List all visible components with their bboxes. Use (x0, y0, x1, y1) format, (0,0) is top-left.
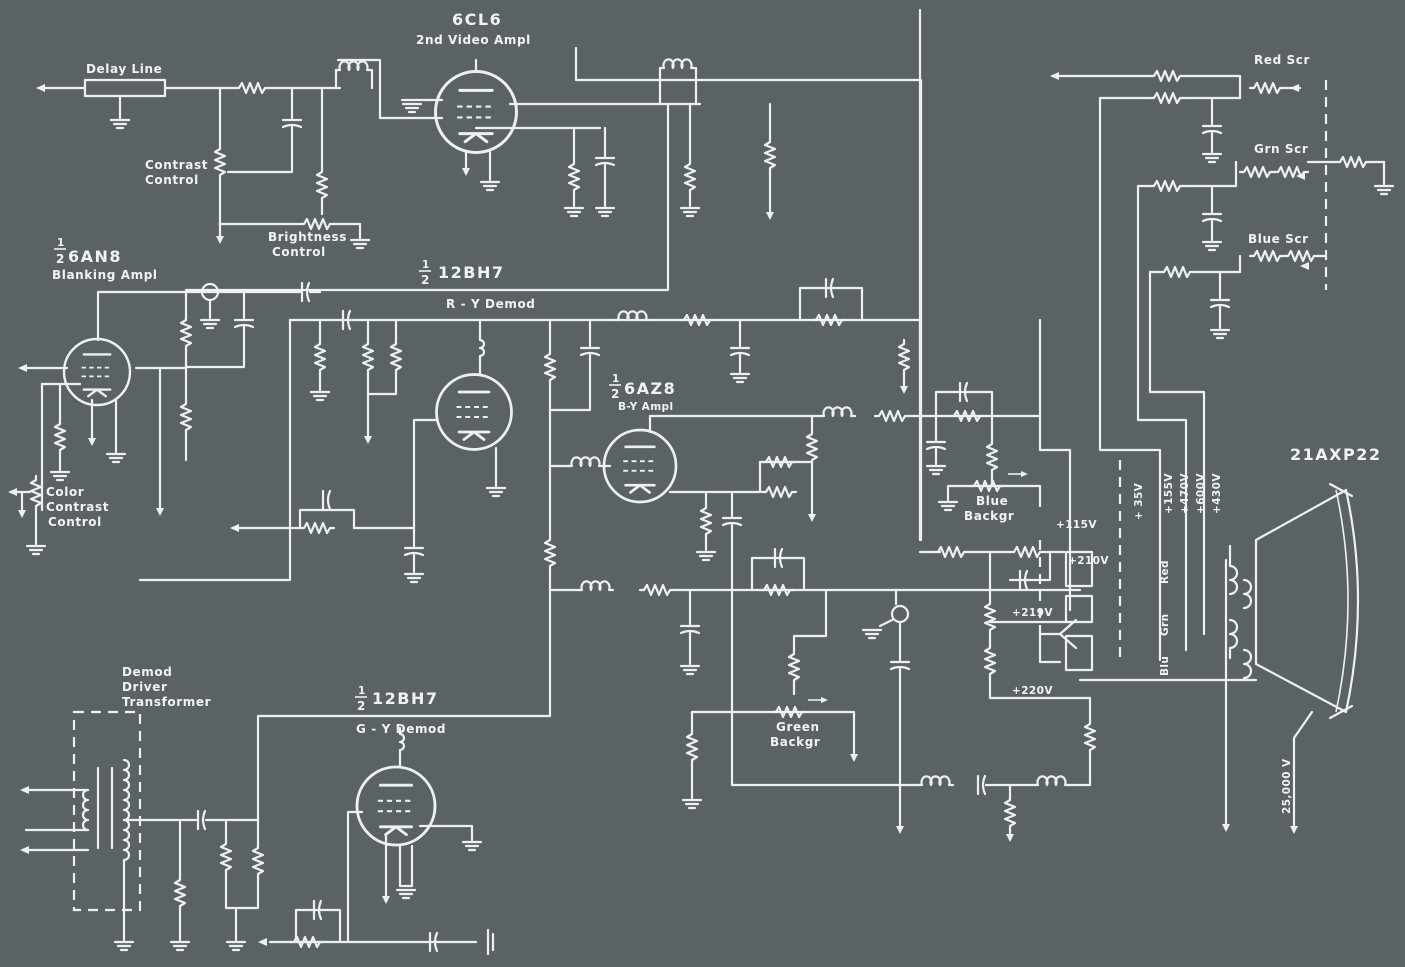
label-blue-backgr: Backgr (964, 509, 1014, 523)
label-6cl6: 6CL6 (452, 10, 502, 29)
label-220v: +220V (1012, 685, 1053, 697)
label-brightness-control: Control (272, 245, 326, 259)
label-6an8: 6AN8 (68, 247, 122, 266)
label-driver: Driver (122, 680, 167, 694)
blue-backgr-section (925, 381, 1042, 512)
label-by-den: 2 (611, 387, 620, 401)
label-red-gun: Red (1159, 560, 1171, 584)
label-brightness: Brightness (268, 230, 347, 244)
label-grn-scr: Grn Scr (1254, 142, 1308, 156)
label-color-contrast: Contrast (46, 500, 109, 514)
label-color: Color (46, 485, 84, 499)
label-blue: Blue (976, 494, 1008, 508)
label-blu-gun: Blu (1159, 656, 1171, 676)
screen-controls-section (1038, 69, 1395, 662)
label-210v: +210V (1068, 555, 1109, 567)
label-155v: +155V (1163, 473, 1175, 514)
label-blue-scr: Blue Scr (1248, 232, 1309, 246)
label-video-ampl: 2nd Video Ampl (416, 33, 531, 47)
label-6az8: 6AZ8 (624, 379, 676, 398)
supply-section (824, 8, 1122, 842)
label-transformer: Transformer (122, 695, 211, 709)
label-gy-den: 2 (357, 699, 366, 713)
by-amp-section (548, 406, 1042, 787)
label-blanking-ampl: Blanking Ampl (52, 268, 158, 282)
label-600v: +600V (1195, 473, 1207, 514)
label-delay-line: Delay Line (86, 62, 162, 76)
label-by-num: 1 (612, 373, 620, 385)
crt-section (1078, 482, 1360, 834)
label-25000v: 25,000 V (1281, 758, 1293, 814)
gy-demod-section (20, 710, 495, 956)
label-ry-demod: R - Y Demod (446, 297, 535, 311)
label-ry-num: 1 (422, 259, 430, 271)
label-green: Green (776, 720, 820, 734)
label-gy-num: 1 (358, 685, 366, 697)
label-12bh7-ry: 12BH7 (438, 263, 504, 282)
label-219v: +219V (1012, 607, 1053, 619)
label-470v: +470V (1179, 473, 1191, 514)
label-grn-gun: Grn (1159, 614, 1171, 636)
label-430v: +430V (1211, 473, 1223, 514)
label-gy-demod: G - Y Demod (356, 722, 446, 736)
label-35v: + 35V (1133, 482, 1145, 520)
label-by-ampl: B-Y Ampl (618, 401, 673, 413)
label-115v: +115V (1056, 519, 1097, 531)
green-backgr-section (548, 547, 858, 810)
label-color-control: Control (48, 515, 102, 529)
label-12bh7-gy: 12BH7 (372, 689, 438, 708)
label-contrast: Contrast (145, 158, 208, 172)
label-blanking-den: 2 (56, 252, 65, 266)
label-demod: Demod (122, 665, 172, 679)
label-ry-den: 2 (421, 273, 430, 287)
label-21axp22: 21AXP22 (1290, 445, 1381, 464)
labels: Delay Line 6CL6 2nd Video Ampl Contrast … (46, 10, 1381, 814)
blanking-section (8, 281, 322, 556)
label-red-scr: Red Scr (1254, 53, 1310, 67)
label-blanking-num: 1 (57, 237, 65, 249)
label-control: Control (145, 173, 199, 187)
label-green-backgr: Backgr (770, 735, 820, 749)
